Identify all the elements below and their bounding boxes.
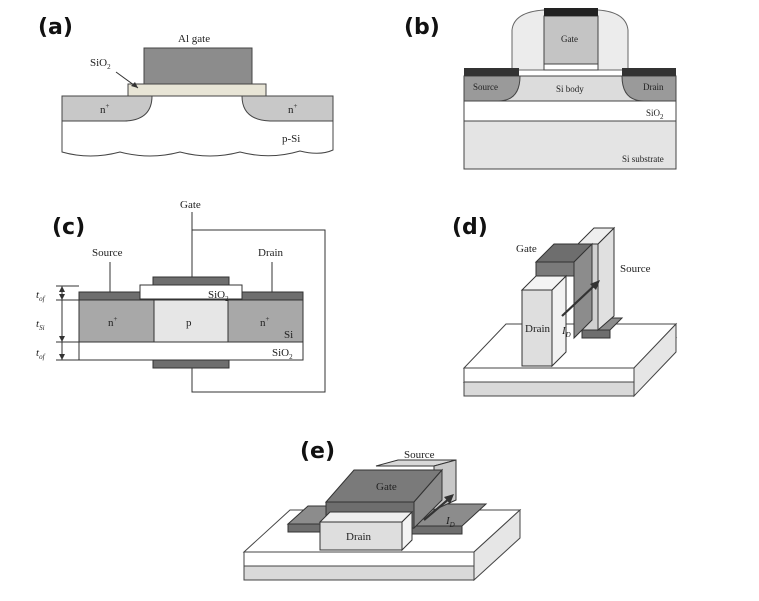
c-n-left-label: n+: [108, 315, 118, 329]
d-current-arrowhead: [590, 280, 600, 290]
panel-a: (a) Al gate SiO2 n+ n+ p-Si: [38, 15, 334, 157]
a-psi-label: p-Si: [282, 133, 300, 145]
e-gate-side: [413, 468, 443, 530]
b-drain-region: [621, 75, 677, 102]
c-dim-arrow-2: [59, 294, 65, 300]
c-n-left: [78, 299, 155, 343]
c-si-label: Si: [284, 329, 293, 341]
c-bottom-gate: [152, 359, 230, 369]
panel-d: (d) Gate Source Drain ID: [452, 215, 678, 398]
b-gate-label: Gate: [561, 34, 578, 44]
c-p-region: [153, 299, 229, 343]
b-gate-electrode: [543, 15, 599, 65]
b-source-contact: [464, 68, 519, 76]
panel-c: (c) Gate Source Drain SiO2 n+ p: [36, 199, 326, 393]
panel-e: (e) Source Gate Drain ID: [242, 439, 522, 582]
e-gate-label: Gate: [376, 481, 397, 493]
c-tox2-label: tof: [36, 347, 46, 361]
c-sio2-top-label: SiO2: [208, 289, 229, 303]
c-tox-label: tof: [36, 289, 46, 303]
c-source-contact: [78, 291, 141, 301]
d-slab-front-oxide: [463, 367, 635, 383]
d-drain-top: [520, 275, 568, 291]
c-n-right-label: n+: [260, 315, 270, 329]
c-gate-loop-wire: [191, 229, 326, 393]
e-drain-top: [318, 511, 414, 523]
b-si-substrate-label: Si substrate: [622, 154, 664, 164]
c-top-gate: [152, 276, 230, 286]
panel-e-label: (e): [300, 439, 335, 464]
b-gate-contact: [544, 8, 598, 16]
d-current-arrow: [561, 283, 597, 317]
c-source-label: Source: [92, 247, 123, 259]
b-sio2-label: SiO2: [646, 108, 664, 121]
panel-b-label: (b): [404, 15, 440, 40]
c-dim-arrow-1: [59, 286, 65, 292]
b-si-substrate: [463, 120, 677, 170]
d-gate-front: [535, 261, 575, 277]
b-drain-contact: [622, 68, 676, 76]
b-si-body-label: Si body: [556, 84, 584, 94]
c-dim-arrow-3: [59, 336, 65, 342]
panel-b: (b) Gate Source Drain Si body SiO2 Si su…: [404, 8, 677, 170]
c-bottom-sio2: [78, 341, 304, 361]
d-slab-front: [463, 381, 635, 397]
a-sio2-layer: [127, 83, 267, 97]
d-gate-label: Gate: [516, 243, 537, 255]
a-n-right-region: [241, 95, 334, 122]
e-current-arrow: [423, 497, 451, 521]
d-gate-right-leg: [573, 242, 593, 340]
a-n-left-region: [61, 95, 153, 122]
a-al-gate-label: Al gate: [178, 33, 210, 45]
c-sio2-bot-label: SiO2: [272, 347, 293, 361]
b-buried-sio2: [463, 100, 677, 122]
c-dim-arrow-4: [59, 354, 65, 360]
e-id-label: ID: [445, 515, 455, 529]
d-source-fin-side: [597, 226, 615, 332]
d-drain-side: [551, 274, 567, 368]
e-drain-label: Drain: [346, 531, 372, 543]
b-drain-label: Drain: [643, 82, 664, 92]
c-drain-label: Drain: [258, 247, 284, 259]
e-current-arrowhead: [444, 494, 454, 504]
a-sio2-label: SiO2: [90, 57, 111, 71]
panel-d-label: (d): [452, 215, 488, 240]
panel-a-label: (a): [38, 15, 73, 40]
c-p-label: p: [186, 317, 192, 329]
e-slab-side: [473, 508, 521, 582]
d-source-label: Source: [620, 263, 651, 275]
a-al-gate: [143, 47, 253, 85]
c-n-right: [227, 299, 304, 343]
c-gate-label: Gate: [180, 199, 201, 211]
b-source-label: Source: [473, 82, 498, 92]
b-gate-oxide: [543, 63, 599, 71]
e-drain-side: [401, 510, 413, 552]
c-drain-contact: [241, 291, 304, 301]
a-sio2-arrowhead: [131, 82, 138, 88]
d-slab-side: [633, 322, 677, 398]
e-source-label: Source: [404, 449, 435, 461]
a-n-left-label: n+: [100, 102, 110, 116]
e-slab-front-oxide: [243, 551, 475, 567]
e-slab-front: [243, 565, 475, 581]
d-source-foot-front: [581, 329, 611, 339]
panel-c-label: (c): [52, 215, 85, 240]
d-id-label: ID: [561, 325, 571, 339]
c-tsi-label: tSi: [36, 318, 45, 332]
b-source-region: [463, 75, 521, 102]
a-n-right-label: n+: [288, 102, 298, 116]
d-drain-label: Drain: [525, 323, 551, 335]
